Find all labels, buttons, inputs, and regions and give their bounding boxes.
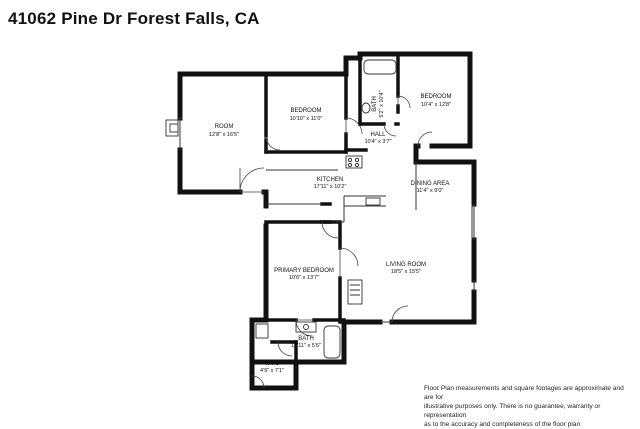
bathtub-icon-2: [323, 325, 341, 359]
toilet-icon: [361, 102, 371, 114]
page-title: 41062 Pine Dr Forest Falls, CA: [8, 9, 260, 28]
room-name-bedroom-2: BEDROOM: [420, 94, 451, 100]
room-dims-bath: 5'2" x 10'4": [379, 90, 385, 117]
room-dims-bedroom: 10'10" x 11'0": [290, 116, 323, 122]
room-name-room: ROOM: [215, 124, 234, 130]
room-labels: ROOM 12'8" x 16'5" BEDROOM 10'10" x 11'0…: [209, 90, 452, 374]
toilet-icon-2: [255, 323, 269, 339]
room-dims-bedroom-2: 10'4" x 12'8": [421, 102, 451, 108]
exterior-walls: [177, 51, 477, 391]
room-name-bedroom: BEDROOM: [290, 108, 321, 114]
room-dims-room: 12'8" x 16'5": [209, 132, 239, 138]
disclaimer: Floor Plan measurements and square foota…: [424, 384, 634, 429]
disclaimer-line-2: illustrative purposes only. There is no …: [424, 403, 601, 419]
room-dims-living: 18'5" x 15'5": [391, 269, 421, 275]
fixtures: [165, 59, 397, 359]
room-name-bath: BATH: [372, 96, 378, 112]
disclaimer-line-3: as to the accuracy and completeness of t…: [424, 421, 581, 428]
room-name-dining: DINING AREA: [411, 181, 450, 187]
room-name-hall: HALL: [370, 132, 386, 138]
room-name-primary-bedroom: PRIMARY BEDROOM: [274, 268, 334, 274]
room-dims-bath-2: 12'11" x 5'6": [291, 343, 321, 349]
room-dims-primary-bedroom: 10'6" x 13'7": [289, 275, 319, 281]
window-and-counter-lines: [178, 117, 475, 323]
room-dims-dining: 11'4" x 9'0": [417, 188, 444, 194]
room-dims-hall: 10'4" x 3'7": [364, 139, 391, 145]
room-name-kitchen: KITCHEN: [317, 177, 343, 183]
room-name-bath-2: BATH: [298, 336, 314, 342]
room-dims-kitchen: 17'11" x 10'2": [314, 184, 347, 190]
stove-icon: [347, 279, 363, 305]
disclaimer-line-1: Floor Plan measurements and square foota…: [424, 385, 624, 401]
room-name-wic: W.I.C: [265, 361, 280, 367]
interior-walls: [264, 52, 400, 366]
room-name-living: LIVING ROOM: [386, 262, 426, 268]
sink-icon: [365, 197, 381, 206]
room-dims-wic: 4'9" x 7'1": [260, 368, 284, 374]
doors: [239, 95, 433, 389]
bathtub-icon: [363, 59, 397, 75]
